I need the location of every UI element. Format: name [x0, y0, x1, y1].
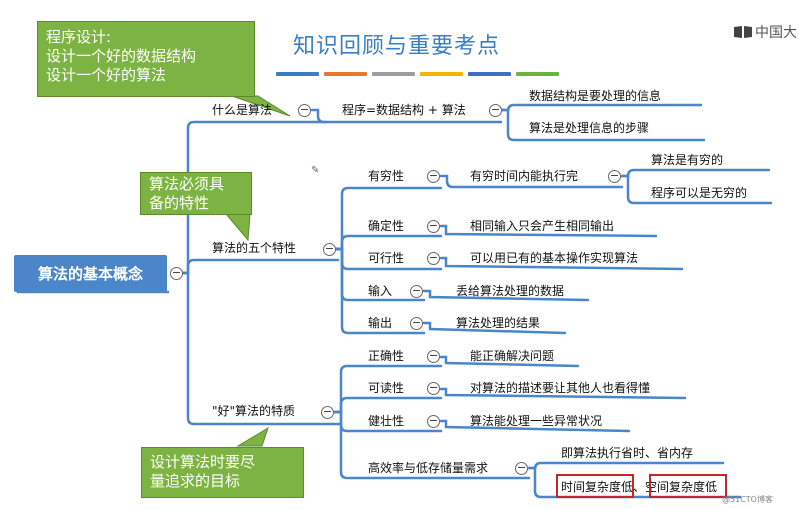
connector-good-0 — [333, 364, 443, 414]
collapse-toggle-robustness[interactable]: − — [427, 414, 440, 428]
collapse-toggle-determinism[interactable]: − — [427, 219, 440, 233]
title-color-bar-3 — [372, 72, 415, 76]
connector-input — [422, 289, 590, 302]
leaf-program-infinite[interactable]: 程序可以是无穷的 — [651, 186, 748, 200]
branch-good-algorithm[interactable]: "好"算法的特质 — [212, 404, 296, 418]
title-color-bar-4 — [420, 72, 463, 76]
callout-line: 备的特性 — [149, 194, 210, 212]
collapse-toggle-program[interactable]: − — [489, 103, 502, 117]
collapse-toggle-input[interactable]: − — [410, 284, 423, 298]
book-logo-icon — [734, 26, 752, 38]
connector-readability — [439, 387, 687, 400]
collapse-toggle-good[interactable]: − — [321, 405, 334, 419]
connector-five-1 — [334, 234, 443, 251]
connector-what-0 — [310, 108, 503, 124]
connector-finiteness-desc-1 — [620, 174, 773, 205]
connector-root-2 — [180, 271, 342, 426]
desc-output[interactable]: 算法处理的结果 — [456, 316, 541, 330]
quality-robustness[interactable]: 健壮性 — [368, 414, 405, 428]
collapse-toggle-efficiency[interactable]: − — [515, 461, 528, 475]
highlight-space-complexity — [649, 474, 727, 498]
callout-line: 程序设计: — [46, 28, 112, 46]
collapse-toggle-readability[interactable]: − — [427, 381, 440, 395]
brand-text: 中国大 — [755, 25, 797, 41]
leaf-algorithm-finite[interactable]: 算法是有穷的 — [651, 153, 724, 167]
collapse-toggle-output[interactable]: − — [410, 316, 423, 330]
connector-correctness — [439, 355, 580, 368]
callout-line: 量追求的目标 — [150, 472, 241, 490]
time-complexity-text: 时间复杂度 — [561, 480, 622, 494]
brand-mark: 中国大 — [733, 22, 797, 42]
property-finiteness[interactable]: 有穷性 — [368, 169, 405, 183]
page-title: 知识回顾与重要考点 — [293, 34, 501, 59]
leaf-algorithm-steps[interactable]: 算法是处理信息的步骤 — [529, 121, 650, 135]
desc-readability[interactable]: 对算法的描述要让其他人也看得懂 — [470, 381, 651, 395]
low-text: 低 — [705, 480, 718, 494]
desc-determinism[interactable]: 相同输入只会产生相同输出 — [470, 219, 615, 233]
collapse-toggle-correctness[interactable]: − — [427, 349, 440, 363]
desc-feasibility[interactable]: 可以用已有的基本操作实现算法 — [470, 251, 639, 265]
connector-determinism — [439, 224, 658, 238]
collapse-toggle-feasibility[interactable]: − — [427, 251, 440, 265]
space-complexity-text: 空间复杂度 — [645, 480, 706, 494]
leaf-data-structure[interactable]: 数据结构是要处理的信息 — [529, 89, 662, 103]
connector-five-4 — [334, 247, 426, 335]
connector-good-3 — [333, 410, 531, 480]
collapse-toggle-root[interactable]: − — [170, 266, 183, 280]
title-color-bar-1 — [276, 72, 319, 76]
connector-root-1 — [180, 258, 340, 275]
collapse-toggle-what[interactable]: − — [298, 103, 311, 117]
connector-robustness — [439, 419, 631, 433]
collapse-toggle-finiteness-desc[interactable]: − — [608, 169, 621, 183]
desc-finiteness[interactable]: 有穷时间内能执行完 — [470, 169, 579, 183]
connector-root-0 — [180, 120, 328, 275]
quality-correctness[interactable]: 正确性 — [368, 349, 405, 363]
desc-input[interactable]: 丢给算法处理的数据 — [456, 284, 565, 298]
property-feasibility[interactable]: 可行性 — [368, 251, 405, 265]
callout-line: 设计算法时要尽 — [150, 453, 256, 471]
callout-program-design: 程序设计: 设计一个好的数据结构 设计一个好的算法 — [37, 21, 255, 97]
property-input[interactable]: 输入 — [368, 284, 393, 298]
pencil-icon: ✎ — [311, 165, 320, 176]
callout-line: 算法必须具 — [149, 175, 225, 193]
collapse-toggle-five[interactable]: − — [323, 242, 336, 256]
property-determinism[interactable]: 确定性 — [368, 219, 405, 233]
property-output[interactable]: 输出 — [368, 316, 393, 330]
callout-design-goal: 设计算法时要尽 量追求的目标 — [141, 447, 304, 498]
callout-required-properties: 算法必须具 备的特性 — [140, 172, 252, 215]
connector-output — [422, 321, 567, 335]
node-program-equation[interactable]: 程序=数据结构 + 算法 — [342, 103, 466, 117]
callout-line: 设计一个好的算法 — [46, 66, 167, 84]
branch-what-is-algorithm[interactable]: 什么是算法 — [212, 103, 273, 117]
quality-readability[interactable]: 可读性 — [368, 381, 405, 395]
title-color-bar-6 — [516, 72, 559, 76]
connector-feasibility — [439, 256, 684, 271]
connector-program-1 — [500, 108, 706, 142]
title-color-bar-2 — [324, 72, 367, 76]
leaf-save-time-memory[interactable]: 即算法执行省时、省内存 — [561, 446, 694, 460]
connector-finiteness-0 — [439, 174, 624, 189]
callout-line: 设计一个好的数据结构 — [46, 47, 197, 65]
quality-efficiency[interactable]: 高效率与低存储量需求 — [368, 461, 489, 475]
branch-five-properties[interactable]: 算法的五个特性 — [212, 241, 297, 255]
desc-robustness[interactable]: 算法能处理一些异常状况 — [470, 414, 603, 428]
desc-correctness[interactable]: 能正确解决问题 — [470, 349, 555, 363]
highlight-time-complexity — [556, 474, 634, 498]
connector-efficiency-1 — [527, 466, 742, 499]
root-node[interactable]: 算法的基本概念 — [14, 255, 167, 292]
collapse-toggle-finiteness[interactable]: − — [427, 169, 440, 183]
connector-good-1 — [333, 396, 443, 414]
connector-five-0 — [334, 186, 443, 251]
title-color-bar-5 — [468, 72, 511, 76]
watermark: @51CTO博客 — [722, 495, 773, 504]
